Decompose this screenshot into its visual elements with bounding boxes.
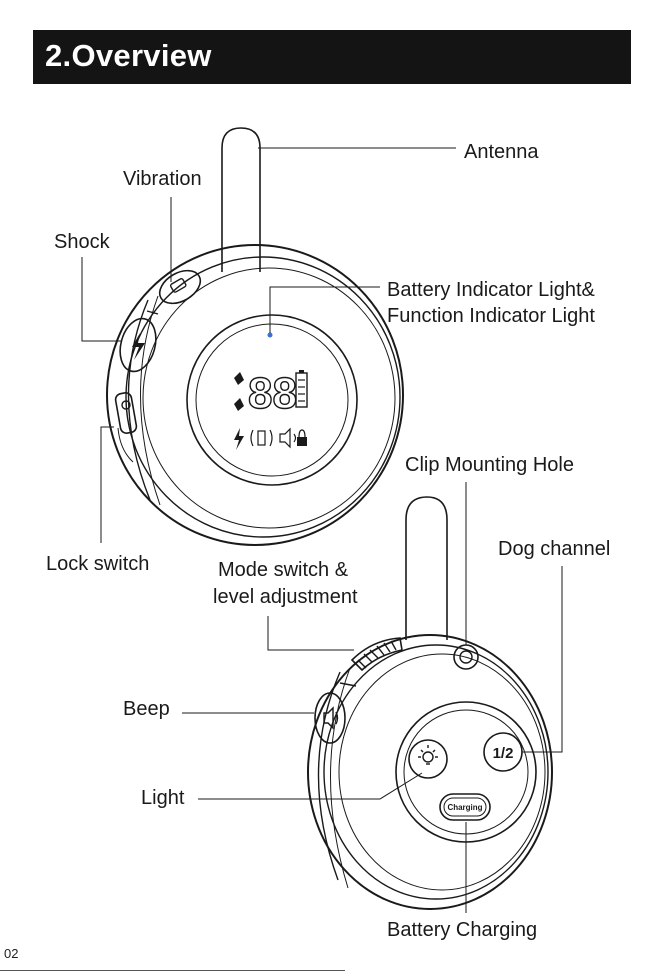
rear-face: [396, 702, 536, 842]
dog-channel-button-label: 1/2: [493, 745, 514, 762]
label-lock-switch: Lock switch: [46, 551, 149, 577]
antenna-shape: [222, 128, 260, 272]
label-clip-mounting-hole: Clip Mounting Hole: [405, 452, 574, 478]
label-beep: Beep: [123, 696, 170, 722]
rear-antenna-shape: [406, 497, 447, 640]
indicator-led: [268, 333, 273, 338]
label-battery-indicator-2: Function Indicator Light: [387, 303, 595, 329]
label-antenna: Antenna: [464, 139, 539, 165]
charging-port-label: Charging: [447, 803, 482, 812]
label-battery-charging: Battery Charging: [387, 917, 537, 943]
label-dog-channel: Dog channel: [498, 536, 610, 562]
rear-body-outer: [308, 635, 552, 909]
page-number: 02: [4, 946, 18, 961]
label-mode-switch-2: level adjustment: [213, 584, 358, 610]
label-mode-switch-1: Mode switch &: [218, 557, 348, 583]
label-light: Light: [141, 785, 184, 811]
bottom-rule: [0, 970, 345, 971]
label-battery-indicator-1: Battery Indicator Light&: [387, 277, 595, 303]
lcd-digits: 88: [248, 369, 297, 418]
label-shock: Shock: [54, 229, 110, 255]
label-vibration: Vibration: [123, 166, 202, 192]
